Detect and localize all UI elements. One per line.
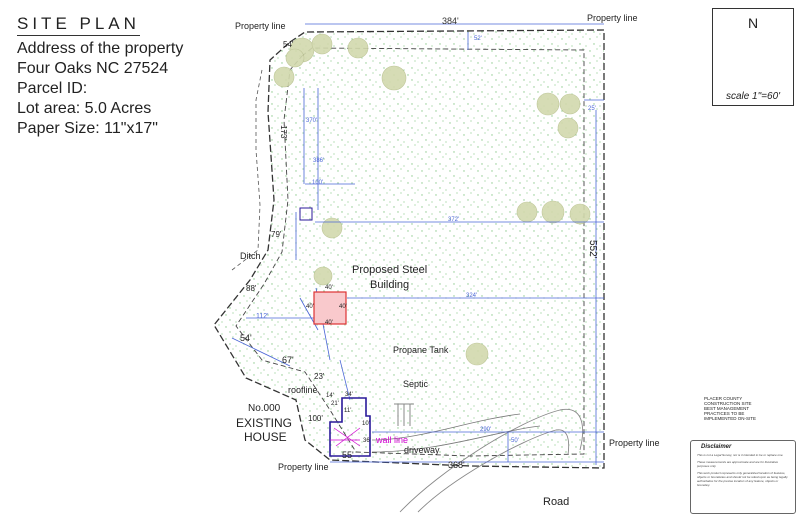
lot-area-line: Lot area: 5.0 Acres (17, 100, 152, 117)
label-house-no: No.000 (248, 403, 281, 414)
paper-size-line: Paper Size: 11"x17" (17, 120, 158, 137)
dim-bldg-left: 40' (306, 304, 314, 310)
dim-52: 52' (474, 36, 482, 42)
road (399, 408, 584, 513)
dim-house-11: 11' (344, 408, 352, 414)
north-letter: N (747, 15, 759, 31)
dim-right: 552' (587, 240, 598, 259)
label-driveway: driveway (404, 445, 440, 455)
dim-370: 370' (306, 118, 318, 124)
label-wall-line: wall line (376, 435, 409, 445)
dim-house-36: 36' (363, 438, 371, 444)
label-house-1: EXISTING (236, 416, 293, 430)
label-house-2: HOUSE (244, 430, 287, 444)
dim-79: 79' (271, 230, 282, 239)
dim-bldg-top: 40' (325, 285, 333, 291)
dim-88: 88' (246, 284, 257, 293)
label-septic: Septic (403, 379, 429, 389)
label-road: Road (543, 496, 570, 508)
address-line: Address of the property (17, 40, 184, 57)
label-property-line-b: Property line (278, 462, 329, 472)
bmp-line: PRACTICES TO BE (704, 411, 745, 416)
septic-field (394, 403, 414, 426)
label-building-2: Building (370, 279, 410, 291)
city-line: Four Oaks NC 27524 (17, 60, 169, 77)
dim-54b: 54' (240, 333, 252, 343)
dim-54: 54' (283, 40, 294, 49)
dim-bottom: 368' (448, 460, 465, 470)
label-roofline: roofline (288, 385, 318, 395)
dim-372: 372' (448, 217, 460, 223)
trees (273, 33, 591, 366)
dim-23: 23' (314, 372, 325, 381)
house-annotations (330, 427, 361, 447)
dim-house-34: 34' (345, 392, 353, 398)
dim-100-side: 100' (308, 414, 323, 423)
bmp-line: IMPLEMENTED ON-SITE (704, 416, 757, 421)
label-propane: Propane Tank (393, 345, 449, 355)
disclaimer-text: This is not a Legal Survey, nor is it in… (697, 453, 784, 457)
ditch-line (231, 69, 263, 271)
dim-50: 50' (511, 438, 519, 444)
driveway (371, 413, 541, 453)
dim-67: 67' (282, 355, 294, 365)
disclaimer-box: Disclaimer This is not a Legal Survey, n… (690, 440, 796, 514)
disclaimer-text: This work product represents only genera… (697, 471, 788, 487)
existing-house (329, 397, 371, 457)
proposed-building (313, 291, 347, 325)
setback-line (235, 47, 585, 457)
north-arrow-box: N scale 1"=60' (712, 8, 794, 106)
dim-house-55: 55' (342, 450, 354, 460)
label-property-line-tl: Property line (235, 21, 286, 31)
dim-173: 173' (278, 125, 288, 140)
dim-290: 290' (480, 427, 492, 433)
label-property-line-r: Property line (609, 438, 660, 448)
dim-112: 112' (256, 313, 269, 320)
header-block: SITE PLAN Address of the property Four O… (17, 14, 183, 139)
dim-100: 100' (312, 180, 324, 186)
dim-house-14: 14' (326, 393, 334, 399)
dim-bldg-right: 40' (339, 304, 347, 310)
bmp-line: PLACER COUNTY (704, 396, 743, 401)
disclaimer-text: These measurements are approximate and a… (697, 460, 779, 468)
parcel-line: Parcel ID: (17, 80, 88, 97)
dim-house-21: 21' (331, 401, 339, 407)
dim-house-10: 10' (362, 421, 370, 427)
scale-label: scale 1"=60' (725, 91, 781, 102)
shed (299, 207, 313, 221)
dim-bldg-bottom: 40' (325, 320, 333, 326)
dim-top: 384' (442, 16, 459, 26)
dimension-lines (231, 23, 604, 465)
disclaimer-title: Disclaimer (701, 444, 732, 450)
label-ditch: Ditch (240, 251, 261, 261)
page-title: SITE PLAN (17, 14, 140, 36)
label-building-1: Proposed Steel (352, 264, 428, 276)
dim-25: 25' (588, 106, 596, 112)
dim-386: 386' (313, 158, 325, 164)
dim-324: 324' (466, 293, 478, 299)
bmp-line: CONSTRUCTION SITE (704, 401, 752, 406)
label-property-line-tr: Property line (587, 13, 638, 23)
parcel-area (213, 29, 605, 469)
bmp-note: PLACER COUNTY CONSTRUCTION SITE BEST MAN… (704, 396, 756, 421)
bmp-line: BEST MANAGEMENT (704, 406, 750, 411)
